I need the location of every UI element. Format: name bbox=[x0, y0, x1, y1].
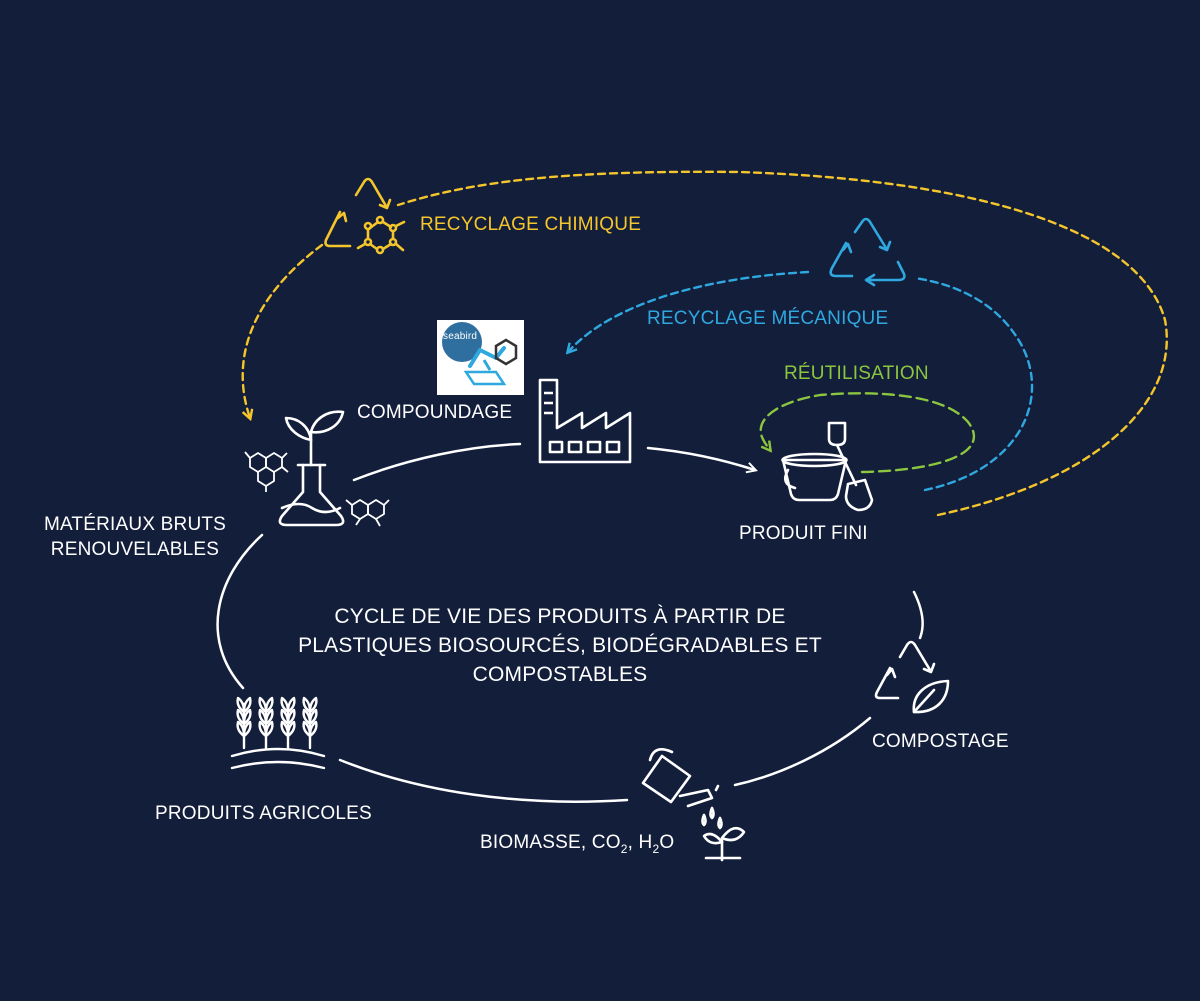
bucket-spade-icon bbox=[781, 421, 874, 512]
compost-recycling-icon bbox=[874, 640, 950, 714]
seabird-logo-graphic bbox=[437, 320, 524, 395]
label-biomass-prefix: BIOMASSE, CO bbox=[480, 832, 621, 853]
label-raw-materials: MATÉRIAUX BRUTS RENOUVELABLES bbox=[30, 512, 240, 562]
flow-agriculture-to-raw bbox=[216, 533, 264, 690]
center-title-line3: COMPOSTABLES bbox=[472, 663, 648, 686]
chemical-recycling-loop bbox=[396, 170, 1168, 517]
watering-can-icon bbox=[641, 748, 746, 862]
label-composting: COMPOSTAGE bbox=[872, 731, 1009, 752]
label-raw-materials-line1: MATÉRIAUX BRUTS bbox=[43, 514, 227, 535]
label-biomass-sub2: 2 bbox=[652, 841, 660, 856]
seabird-logo-text: seabird bbox=[443, 331, 478, 342]
molecule-icon bbox=[244, 451, 390, 527]
center-title-line2: PLASTIQUES BIOSOURCÉS, BIODÉGRADABLES ET bbox=[298, 634, 822, 657]
reuse-loop bbox=[759, 392, 976, 474]
label-chemical-recycling: RECYCLAGE CHIMIQUE bbox=[420, 214, 642, 235]
factory-icon bbox=[538, 378, 632, 464]
label-biomass-sub1: 2 bbox=[620, 841, 628, 856]
label-agricultural-products: PRODUITS AGRICOLES bbox=[155, 803, 372, 824]
label-reuse: RÉUTILISATION bbox=[784, 363, 929, 384]
center-title-line1: CYCLE DE VIE DES PRODUITS À PARTIR DE bbox=[334, 605, 786, 628]
mechanical-recycling-loop bbox=[913, 276, 1034, 492]
flow-raw-to-compounding bbox=[352, 442, 522, 482]
chemical-recycling-icon bbox=[324, 177, 406, 255]
label-biomass-mid: , H bbox=[627, 832, 653, 853]
flow-product-to-composting bbox=[912, 590, 924, 640]
flask-plant-icon bbox=[278, 410, 345, 527]
mechanical-recycling-arrow bbox=[568, 270, 810, 352]
center-title: CYCLE DE VIE DES PRODUITS À PARTIR DE PL… bbox=[250, 602, 870, 689]
chemical-recycling-arrow bbox=[241, 243, 324, 418]
label-raw-materials-line2: RENOUVELABLES bbox=[50, 539, 220, 560]
flow-biomass-to-agriculture bbox=[338, 758, 629, 803]
label-biomass-suffix: O bbox=[659, 832, 675, 853]
label-finished-product: PRODUIT FINI bbox=[739, 523, 868, 544]
flow-composting-to-biomass bbox=[733, 716, 872, 787]
flow-compounding-to-product bbox=[646, 446, 755, 470]
label-mechanical-recycling: RECYCLAGE MÉCANIQUE bbox=[647, 308, 889, 329]
label-biomass: BIOMASSE, CO2, H2O bbox=[480, 830, 674, 862]
label-compounding: COMPOUNDAGE bbox=[357, 402, 513, 423]
mechanical-recycling-icon bbox=[829, 217, 906, 287]
wheat-icon bbox=[230, 696, 326, 770]
